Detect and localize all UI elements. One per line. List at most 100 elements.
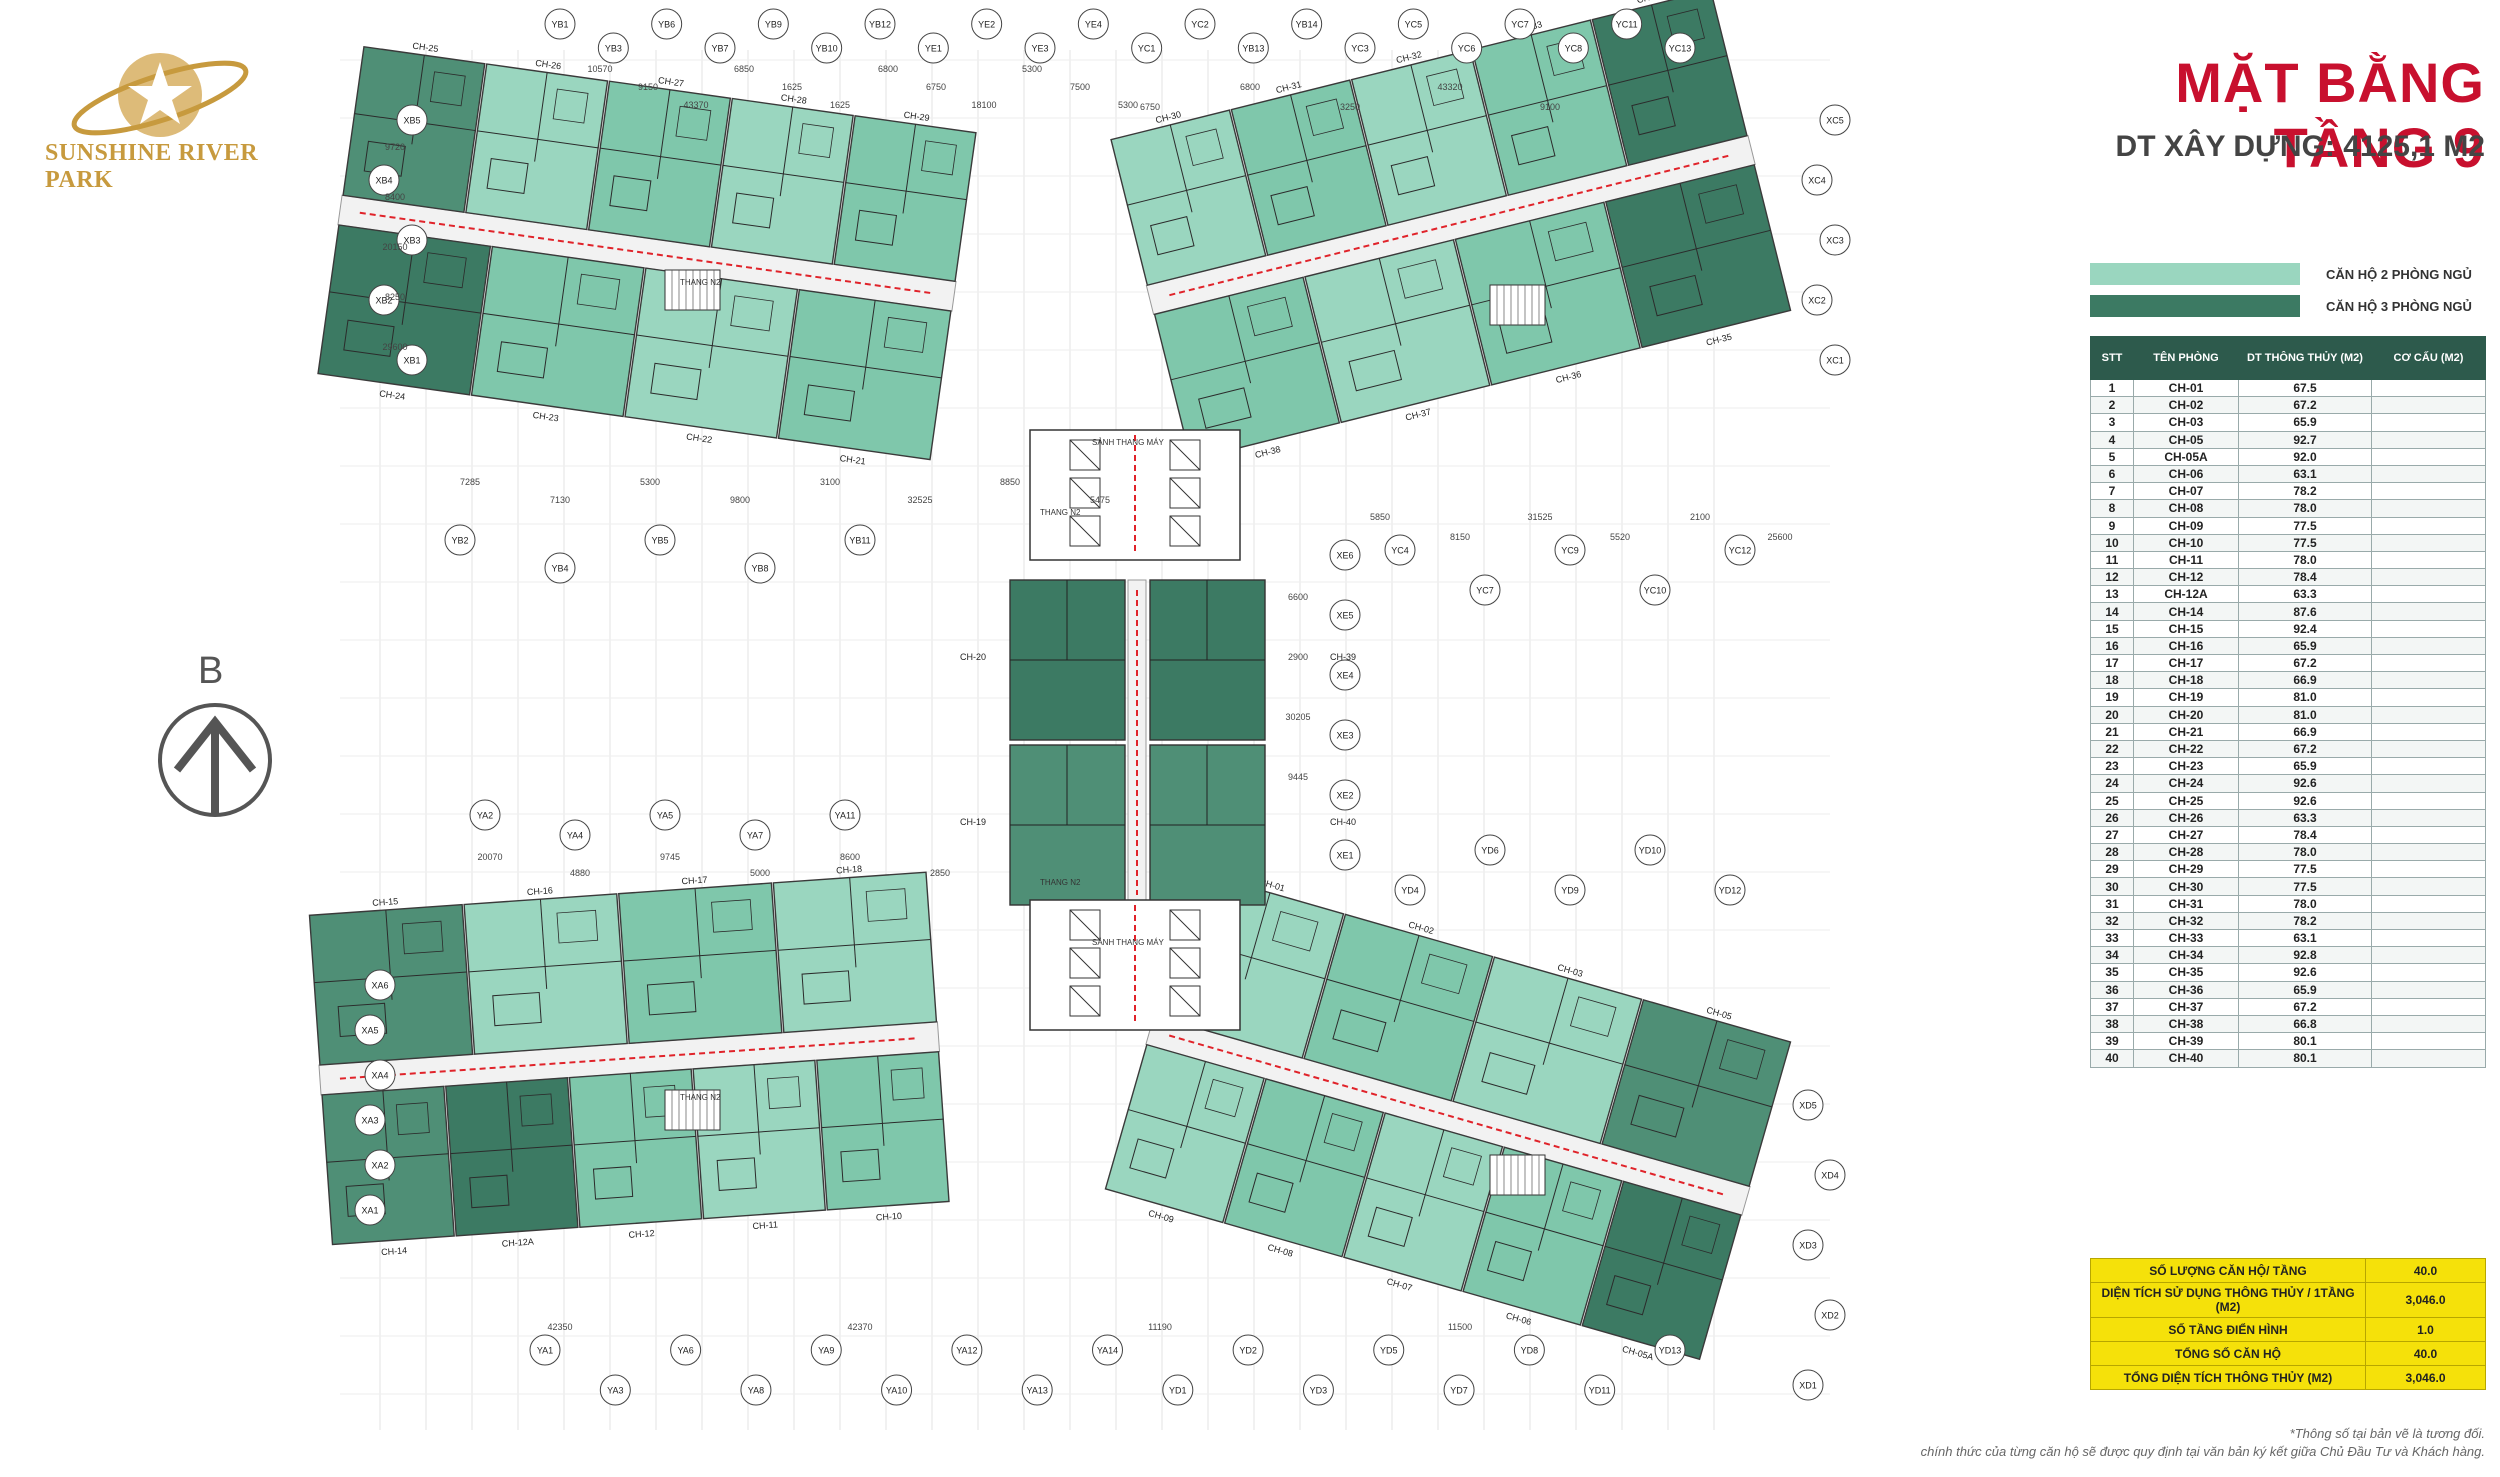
table-cell-area: 77.5 xyxy=(2238,877,2372,896)
dimension-label: 7500 xyxy=(1070,82,1090,92)
axis-bubble: YB1 xyxy=(544,8,576,40)
unit-ch-32[interactable]: CH-32 xyxy=(1349,38,1508,227)
compass-label: B xyxy=(198,650,224,692)
unit-ch-21[interactable]: CH-21 xyxy=(776,288,952,476)
summary-row: TỔNG DIỆN TÍCH THÔNG THỦY (M2)3,046.0 xyxy=(2090,1365,2486,1390)
axis-bubble: YA2 xyxy=(469,799,501,831)
table-cell-stt: 2 xyxy=(2090,396,2134,415)
table-cell-area: 78.0 xyxy=(2238,550,2372,570)
unit-ch-38[interactable]: CH-38 xyxy=(1153,276,1344,475)
axis-bubble: YB5 xyxy=(644,524,676,556)
axis-label: YC4 xyxy=(1391,546,1409,556)
table-cell-room: CH-23 xyxy=(2133,757,2239,776)
unit-ch-12a[interactable]: CH-12A xyxy=(444,1076,579,1252)
unit-ch-23[interactable]: CH-23 xyxy=(469,245,645,433)
unit-label: CH-10 xyxy=(876,1211,903,1223)
unit-ch-28[interactable]: CH-28 xyxy=(710,86,854,265)
axis-bubble: XD3 xyxy=(1792,1229,1824,1261)
table-cell-structure xyxy=(2371,963,2486,982)
unit-ch-20[interactable]: CH-20 xyxy=(960,579,1126,741)
axis-bubble: YA12 xyxy=(951,1334,983,1366)
table-cell-room: CH-29 xyxy=(2133,860,2239,879)
axis-label: XE2 xyxy=(1336,791,1353,801)
axis-bubble: XE6 xyxy=(1329,539,1361,571)
unit-ch-17[interactable]: CH-17 xyxy=(617,870,783,1045)
axis-label: XC2 xyxy=(1808,296,1826,306)
elevator-core xyxy=(1029,899,1241,1031)
legend-item-three-bed: CĂN HỘ 3 PHÒNG NGỦ xyxy=(2090,294,2485,318)
table-cell-room: CH-12 xyxy=(2133,568,2239,587)
axis-bubble: XA6 xyxy=(364,969,396,1001)
axis-bubble: YD5 xyxy=(1373,1334,1405,1366)
footnote-line-1: *Thông số tại bản vẽ là tương đối. xyxy=(2289,1426,2485,1441)
table-cell-structure xyxy=(2371,894,2486,913)
unit-ch-36[interactable]: CH-36 xyxy=(1454,201,1644,400)
unit-ch-37[interactable]: CH-37 xyxy=(1304,238,1494,438)
table-cell-stt: 8 xyxy=(2090,499,2134,518)
unit-ch-10[interactable]: CH-10 xyxy=(816,1051,950,1226)
unit-label: CH-09 xyxy=(1147,1208,1175,1225)
unit-ch-39[interactable]: CH-39 xyxy=(1149,579,1356,741)
unit-ch-11[interactable]: CH-11 xyxy=(692,1059,827,1234)
axis-bubble: YA9 xyxy=(810,1334,842,1366)
unit-ch-30[interactable]: CH-30 xyxy=(1108,98,1267,287)
table-cell-structure xyxy=(2371,636,2486,656)
unit-ch-40[interactable]: CH-40 xyxy=(1149,744,1356,906)
table-cell-structure xyxy=(2371,464,2486,484)
axis-label: YC10 xyxy=(1644,586,1667,596)
table-cell-room: CH-38 xyxy=(2133,1014,2239,1034)
unit-ch-07[interactable]: CH-07 xyxy=(1339,1112,1504,1306)
table-cell-structure xyxy=(2371,843,2486,862)
unit-ch-22[interactable]: CH-22 xyxy=(623,267,799,454)
table-cell-room: CH-24 xyxy=(2133,774,2239,793)
unit-ch-16[interactable]: CH-16 xyxy=(463,881,628,1055)
table-header-room: TÊN PHÒNG xyxy=(2133,336,2239,380)
unit-ch-05a[interactable]: CH-05A xyxy=(1578,1180,1742,1374)
summary-label: SỐ LƯỢNG CĂN HỘ/ TẦNG xyxy=(2090,1258,2366,1283)
dimension-label: 5520 xyxy=(1610,532,1630,542)
unit-ch-05[interactable]: CH-05 xyxy=(1601,987,1794,1188)
axis-label: XB4 xyxy=(375,176,392,186)
table-cell-stt: 5 xyxy=(2090,447,2134,466)
table-cell-stt: 22 xyxy=(2090,739,2134,759)
axis-bubble: XE5 xyxy=(1329,599,1361,631)
dimension-label: 5300 xyxy=(640,477,660,487)
dimension-label: 8150 xyxy=(1450,532,1470,542)
unit-ch-18[interactable]: CH-18 xyxy=(772,859,938,1034)
unit-ch-02[interactable]: CH-02 xyxy=(1303,902,1496,1102)
dimension-label: 7285 xyxy=(460,477,480,487)
axis-label: YA11 xyxy=(835,811,856,821)
axis-bubble: YC1 xyxy=(1131,32,1163,64)
stair-label-2: THANG N2 xyxy=(1040,878,1081,887)
unit-ch-27[interactable]: CH-27 xyxy=(587,68,732,248)
axis-label: YB12 xyxy=(869,20,891,30)
axis-bubble: XE4 xyxy=(1329,659,1361,691)
unit-ch-24[interactable]: CH-24 xyxy=(316,224,492,411)
axis-bubble: YD1 xyxy=(1162,1374,1194,1406)
axis-bubble: YA4 xyxy=(559,819,591,851)
table-cell-structure xyxy=(2371,997,2486,1016)
unit-ch-35[interactable]: CH-35 xyxy=(1604,163,1795,363)
axis-bubble: YB10 xyxy=(811,32,843,64)
axis-bubble: YD11 xyxy=(1584,1374,1616,1406)
unit-ch-26[interactable]: CH-26 xyxy=(465,51,609,231)
axis-label: YA9 xyxy=(818,1346,834,1356)
dimension-label: 4880 xyxy=(570,868,590,878)
axis-label: YC8 xyxy=(1565,44,1583,54)
unit-ch-29[interactable]: CH-29 xyxy=(833,103,977,283)
table-cell-structure xyxy=(2371,585,2486,604)
axis-bubble: YC10 xyxy=(1639,574,1671,606)
axis-label: YB2 xyxy=(451,536,468,546)
table-cell-area: 63.1 xyxy=(2238,464,2372,484)
axis-label: YC3 xyxy=(1351,44,1369,54)
